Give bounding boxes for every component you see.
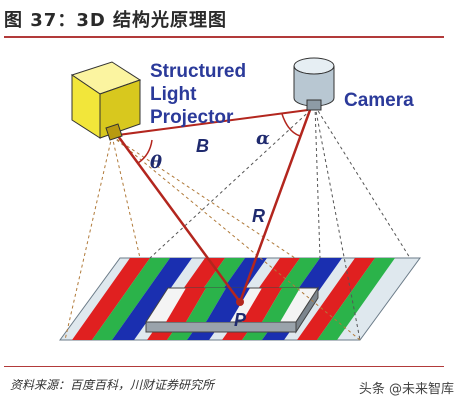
point-p-label: P: [234, 310, 247, 330]
camera-ray: [238, 109, 312, 303]
projector-label-line1: Structured: [150, 61, 246, 82]
projector-ray: [116, 135, 242, 303]
watermark: 头条 @未来智库: [358, 382, 454, 397]
object-block: [145, 286, 319, 334]
projector-label-line3: Projector: [150, 107, 234, 128]
structured-light-diagram: Structured Light Projector Camera B θ α …: [59, 57, 421, 341]
camera-label: Camera: [344, 90, 414, 111]
footer-divider: [4, 366, 444, 367]
point-p-marker: [236, 298, 244, 306]
title-divider: [4, 36, 444, 38]
range-label: R: [252, 206, 265, 226]
projector-label-line2: Light: [150, 84, 197, 105]
projector-icon: [70, 61, 142, 141]
projector-frustum: [64, 135, 361, 341]
baseline-label: B: [196, 136, 209, 156]
camera-frustum: [149, 105, 411, 341]
alpha-label: α: [256, 128, 270, 149]
source-note: 资料来源：百度百科，川财证券研究所: [10, 378, 215, 392]
baseline-line: [117, 109, 309, 136]
camera-icon: [293, 57, 335, 111]
figure-title: 图 37：3D 结构光原理图: [4, 10, 228, 31]
theta-label: θ: [150, 152, 162, 173]
alpha-arc: [281, 113, 301, 137]
theta-arc: [137, 139, 153, 164]
